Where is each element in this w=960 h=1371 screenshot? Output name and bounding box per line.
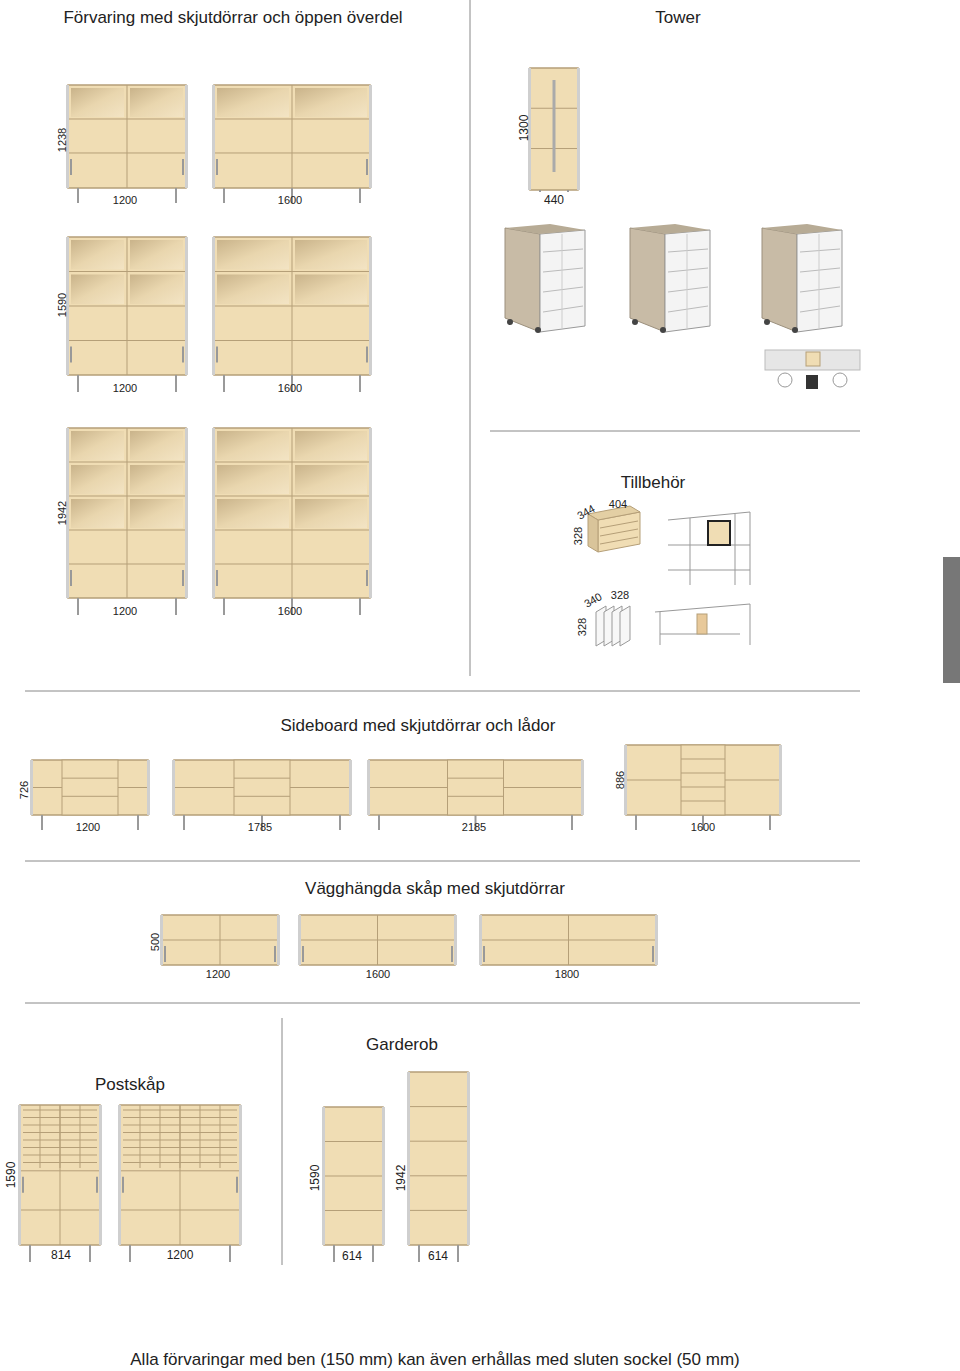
dimension-label: 614 bbox=[342, 1250, 362, 1263]
cabinet bbox=[160, 915, 280, 965]
tower-view bbox=[762, 224, 842, 333]
dimension-label: 1200 bbox=[167, 1249, 194, 1262]
dimension-label: 328 bbox=[611, 589, 629, 601]
cabinet bbox=[322, 1107, 385, 1262]
section-heading: Sideboard med skjutdörrar och lådor bbox=[281, 717, 556, 736]
dimension-label: 814 bbox=[51, 1249, 71, 1262]
cabinet bbox=[212, 85, 372, 203]
cabinet bbox=[212, 237, 372, 392]
dimension-label: 1200 bbox=[76, 821, 100, 833]
cabinet bbox=[66, 85, 188, 203]
dimension-label: 1942 bbox=[56, 501, 68, 525]
cabinet bbox=[212, 428, 372, 615]
dimension-label: 886 bbox=[614, 771, 626, 789]
section-heading: Postskåp bbox=[95, 1076, 165, 1095]
dimension-label: 1800 bbox=[555, 968, 579, 980]
section-heading: Förvaring med skjutdörrar och öppen över… bbox=[63, 9, 402, 28]
section-heading: Tillbehör bbox=[621, 474, 686, 493]
dimension-label: 1600 bbox=[278, 194, 302, 206]
dimension-label: 1590 bbox=[56, 293, 68, 317]
dimension-label: 1238 bbox=[56, 128, 68, 152]
dimension-label: 1600 bbox=[366, 968, 390, 980]
dimension-label: 1590 bbox=[5, 1162, 18, 1189]
dimension-label: 1600 bbox=[278, 382, 302, 394]
dimension-label: 2185 bbox=[462, 821, 486, 833]
cabinet bbox=[30, 760, 150, 830]
cabinet bbox=[298, 915, 457, 965]
dimension-label: 1942 bbox=[395, 1165, 408, 1192]
section-heading: Tower bbox=[655, 9, 700, 28]
dimension-label: 726 bbox=[18, 781, 30, 799]
tower-view bbox=[630, 224, 710, 333]
dimension-label: 1200 bbox=[113, 194, 137, 206]
accessory-drawings bbox=[588, 506, 750, 646]
dimension-label: 328 bbox=[572, 527, 584, 545]
cabinet bbox=[528, 68, 580, 192]
dimension-label: 614 bbox=[428, 1250, 448, 1263]
cabinet bbox=[624, 745, 782, 830]
dimension-label: 1600 bbox=[691, 821, 715, 833]
dimension-label: 1200 bbox=[113, 382, 137, 394]
cabinet bbox=[172, 760, 352, 830]
cabinet bbox=[367, 760, 584, 830]
cabinet bbox=[118, 1105, 242, 1262]
dimension-label: 328 bbox=[576, 618, 588, 636]
page-tab bbox=[943, 557, 960, 683]
dimension-label: 500 bbox=[149, 933, 161, 951]
dimension-label: 440 bbox=[544, 194, 564, 207]
tower-view bbox=[505, 224, 585, 333]
dimension-label: 1590 bbox=[309, 1165, 322, 1192]
dimension-label: 1785 bbox=[248, 821, 272, 833]
divider-lines bbox=[25, 0, 860, 1265]
dimension-label: 340 bbox=[582, 590, 604, 610]
section-heading: Vägghängda skåp med skjutdörrar bbox=[305, 880, 565, 899]
cabinet bbox=[407, 1072, 470, 1262]
dimension-label: 1200 bbox=[113, 605, 137, 617]
dimension-label: 1600 bbox=[278, 605, 302, 617]
section-heading: Garderob bbox=[366, 1036, 438, 1055]
cabinet bbox=[479, 915, 658, 965]
dimension-label: 1300 bbox=[518, 115, 531, 142]
cabinet bbox=[18, 1105, 102, 1262]
dimension-label: 1200 bbox=[206, 968, 230, 980]
cabinet bbox=[66, 428, 188, 615]
cabinet bbox=[66, 237, 188, 392]
floor-plan bbox=[765, 350, 860, 389]
dimension-label: 404 bbox=[609, 498, 627, 510]
footnote-caption: Alla förvaringar med ben (150 mm) kan äv… bbox=[130, 1351, 739, 1370]
